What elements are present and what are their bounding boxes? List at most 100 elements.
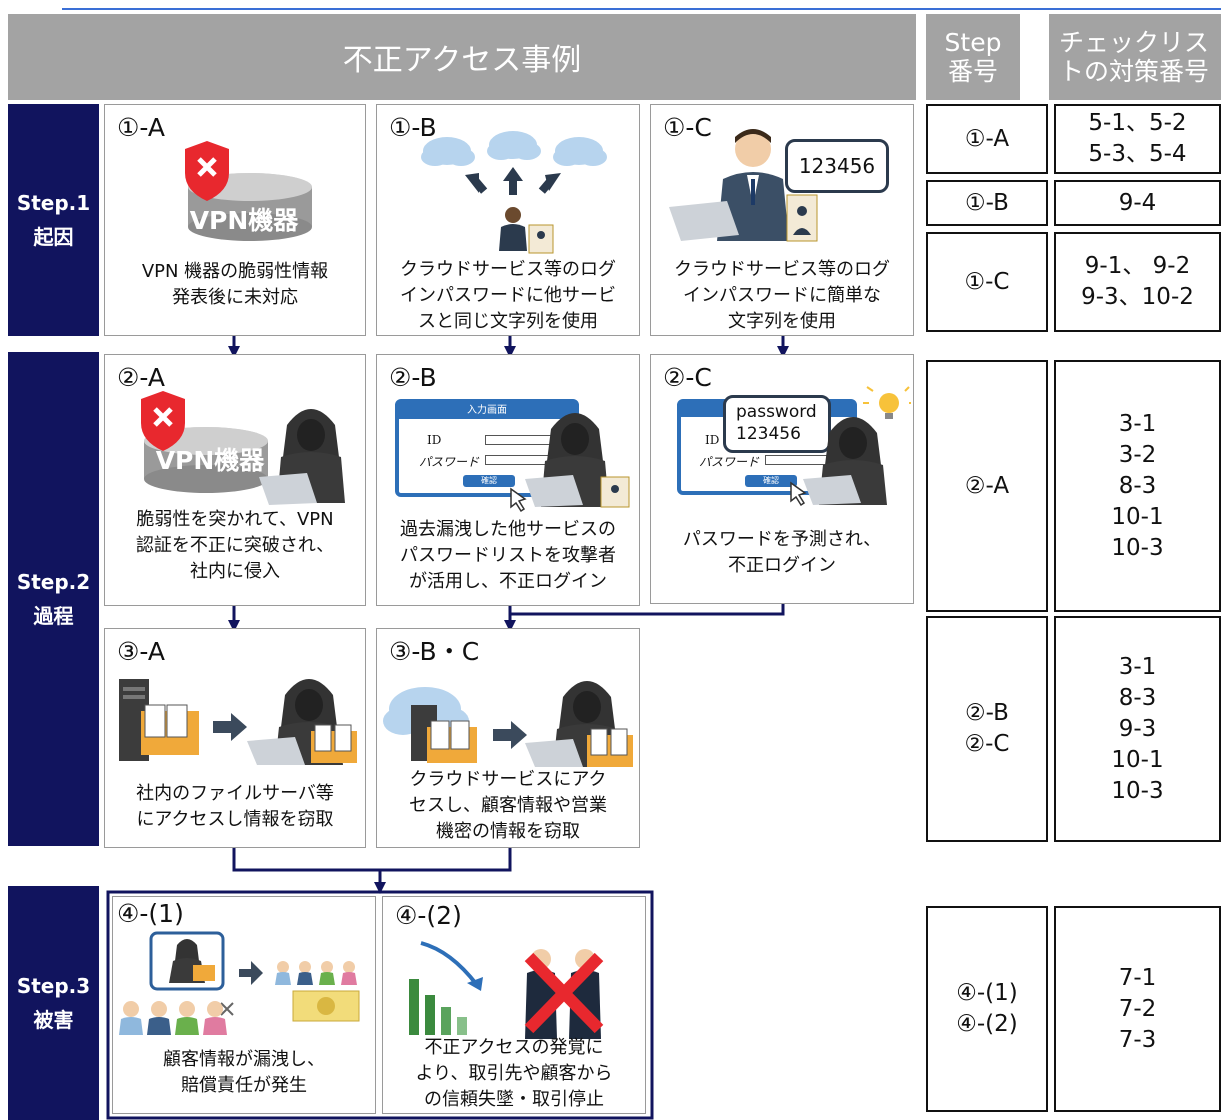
card-1c-desc: クラウドサービス等のログ インパスワードに簡単な 文字列を使用 [651,257,913,335]
cloud-upload-icon [421,131,607,254]
login-confirm-button: 確認 [463,475,515,487]
card-1b-desc-line1: クラウドサービス等のログ [400,259,616,280]
card-2b-desc-line1: 過去漏洩した他サービスの [400,519,616,540]
top-rule [62,8,1221,10]
step2-bar: Step.2 過程 [8,352,99,846]
card-2c: ②-C ID パスワード 確認 password 123456 パスワードを予測… [650,354,914,604]
table-check-4-line2: 7-2 [1118,995,1157,1022]
step-number-header: Step 番号 [926,14,1020,100]
card-3bc-desc: クラウドサービスにアク セスし、顧客情報や営業 機密の情報を窃取 [377,767,639,845]
card-42-desc-line2: より、取引先や顧客から [415,1063,613,1084]
card-1b-desc-line2: インパスワードに他サービ [400,285,616,306]
checklist-header-line2: トの対策番号 [1059,57,1210,86]
step3-bar: Step.3 被害 [8,886,99,1120]
card-1c: ①-C 123456 クラウドサービス等のログ インパスワードに簡単な 文字列を… [650,104,914,336]
table-check-1b: 9-4 [1054,180,1221,226]
table-check-2bc: 3-1 8-3 9-3 10-1 10-3 [1054,616,1221,842]
table-check-2a-line5: 10-3 [1111,534,1164,561]
card-42-desc-line1: 不正アクセスの発覚に [424,1037,604,1058]
checklist-header-line1: チェックリス [1059,28,1210,57]
table-check-1a: 5-1、5-2 5-3、5-4 [1054,104,1221,174]
card-2c-desc: パスワードを予測され、 不正ログイン [651,527,913,579]
vpn-device-text-2: VPN機器 [155,446,265,475]
table-step-1b: ①-B [926,180,1048,226]
login2-id-label: ID [705,433,720,447]
hacker-idea-icon [790,386,911,507]
card-3bc: ③-B・C クラウドサービスにアク セスし、顧客情報や営業 機密の情報を窃取 [376,628,640,848]
card-2a-desc: 脆弱性を突かれて、VPN 認証を不正に突破され、 社内に侵入 [105,507,365,585]
file-server-theft-icon [119,679,357,765]
table-step-4-line2: ④-(2) [956,1011,1018,1037]
card-3bc-label: ③-B・C [389,637,480,666]
table-check-4-line1: 7-1 [1118,964,1157,991]
card-3a-desc-line1: 社内のファイルサーバ等 [136,783,334,804]
table-check-1b-line1: 9-4 [1118,189,1157,216]
login-id-label: ID [427,433,442,447]
card-2b-desc-line3: が活用し、不正ログイン [409,571,607,592]
card-1b-desc-line3: スと同じ文字列を使用 [418,311,598,332]
hacker-icon [510,413,630,513]
table-check-2a-line3: 8-3 [1118,472,1157,499]
table-check-2a: 3-1 3-2 8-3 10-1 10-3 [1054,360,1221,612]
table-check-2bc-line3: 9-3 [1118,715,1157,742]
card-2b-desc: 過去漏洩した他サービスの パスワードリストを攻撃者 が活用し、不正ログイン [377,517,639,595]
table-check-2bc-line2: 8-3 [1118,684,1157,711]
card-1c-label: ①-C [663,113,712,142]
password-guess-bubble: password 123456 [723,395,831,453]
password-speech-bubble: 123456 [785,139,889,193]
step1-label: 起因 [33,225,74,249]
card-2a-desc-line2: 認証を不正に突破され、 [135,535,335,556]
card-3a-desc: 社内のファイルサーバ等 にアクセスし情報を窃取 [105,781,365,833]
card-2a: ②-A VPN機器 脆弱性を突かれて、VPN 認証を不正に突破され、 社内に侵入 [104,354,366,606]
card-2c-desc-line1: パスワードを予測され、 [682,529,882,550]
table-check-2a-line2: 3-2 [1118,441,1157,468]
card-2c-desc-line2: 不正ログイン [728,555,836,576]
card-3a-desc-line2: にアクセスし情報を窃取 [136,809,334,830]
step2-name: Step.2 [16,570,91,594]
card-41-desc-line1: 顧客情報が漏洩し、 [163,1049,325,1070]
checklist-header: チェックリス トの対策番号 [1049,14,1221,100]
card-1a-desc-line1: VPN 機器の脆弱性情報 [141,261,329,282]
card-2b-label: ②-B [389,363,437,392]
login-screen-title: 入力画面 [399,403,575,419]
vpn-device-text: VPN機器 [189,206,299,235]
password-guess-line1: password [736,402,817,422]
card-2a-desc-line1: 脆弱性を突かれて、VPN [136,509,334,530]
card-2b: ②-B 入力画面 ID パスワード 確認 過去漏洩した他サービスの パスワードリ… [376,354,640,606]
card-2c-label: ②-C [663,363,712,392]
table-step-1a-text: ①-A [964,125,1010,152]
table-check-2bc-line5: 10-3 [1111,777,1164,804]
table-check-2bc-line1: 3-1 [1118,653,1157,680]
card-1c-desc-line3: 文字列を使用 [728,311,836,332]
table-check-1c-line2: 9-3、10-2 [1081,284,1194,310]
card-2b-desc-line2: パスワードリストを攻撃者 [400,545,616,566]
vpn-device-icon [185,141,312,241]
table-check-1a-line1: 5-1、5-2 [1088,110,1187,136]
table-step-2bc: ②-B ②-C [926,616,1048,842]
card-1a-desc: VPN 機器の脆弱性情報 発表後に未対応 [105,259,365,311]
cases-header: 不正アクセス事例 [8,14,916,100]
card-3a: ③-A 社内のファイルサーバ等 にアクセスし情報を窃取 [104,628,366,848]
card-1c-desc-line2: インパスワードに簡単な [683,285,881,306]
step1-name: Step.1 [16,191,91,215]
table-step-2a-text: ②-A [964,472,1010,499]
table-check-1c-line1: 9-1、 9-2 [1084,253,1191,279]
table-step-1a: ①-A [926,104,1048,174]
login2-pw-label: パスワード [699,455,760,469]
card-1b-desc: クラウドサービス等のログ インパスワードに他サービ スと同じ文字列を使用 [377,257,639,335]
table-step-4: ④-(1) ④-(2) [926,906,1048,1112]
step3-name: Step.3 [16,974,91,998]
step3-label: 被害 [33,1008,74,1032]
card-3a-label: ③-A [117,637,165,666]
card-41-label: ④-(1) [117,899,184,928]
card-3bc-desc-line2: セスし、顧客情報や営業 [409,795,607,816]
table-step-2bc-line1: ②-B [965,700,1009,726]
card-1b-label: ①-B [389,113,437,142]
card-1b: ①-B クラウドサービス等のログ インパスワードに他サービ スと同じ文字列を使用 [376,104,640,336]
card-41-desc: 顧客情報が漏洩し、 賠償責任が発生 [113,1047,375,1099]
login2-confirm-button: 確認 [745,475,797,487]
cloud-theft-icon [383,681,633,767]
table-check-2a-line4: 10-1 [1111,503,1164,530]
card-1a-desc-line2: 発表後に未対応 [172,287,298,308]
